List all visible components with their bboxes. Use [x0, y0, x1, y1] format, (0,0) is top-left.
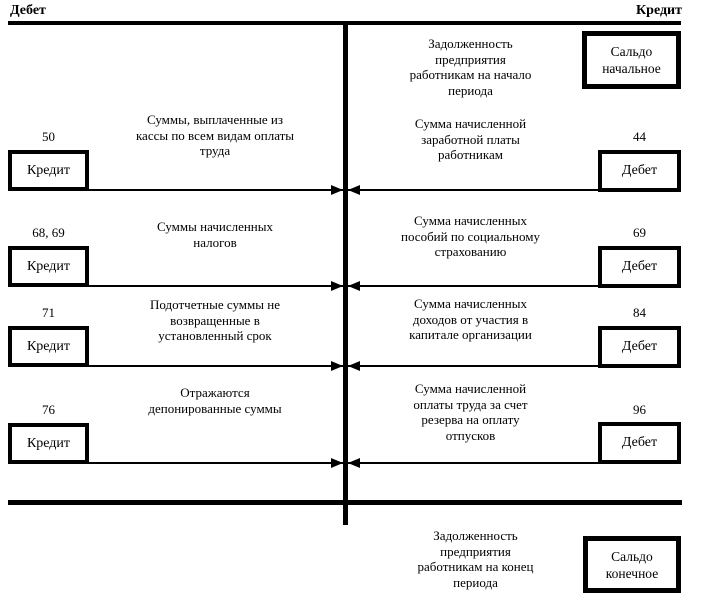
right-operation-description: Сумма начисленной заработной платы работ…	[414, 116, 527, 162]
left-credit-box-label: Кредит	[26, 435, 71, 451]
left-credit-box: Кредит	[8, 150, 89, 191]
opening-saldo-label: Сальдо начальное	[602, 44, 661, 76]
right-debit-box: Дебет	[598, 422, 681, 464]
right-account-number: 44	[633, 129, 646, 144]
center-divider	[343, 21, 348, 525]
closing-saldo-box: Сальдо конечное	[583, 536, 681, 593]
left-account-number: 71	[42, 305, 55, 320]
right-connector-line	[348, 189, 598, 191]
right-debit-box-label: Дебет	[621, 339, 658, 354]
left-credit-box: Кредит	[8, 423, 89, 464]
right-debit-box-label: Дебет	[621, 435, 658, 450]
arrowhead-left-icon	[348, 361, 360, 371]
arrowhead-left-icon	[348, 185, 360, 195]
left-credit-box-label: Кредит	[26, 258, 71, 274]
right-debit-box: Дебет	[598, 326, 681, 368]
arrowhead-left-icon	[348, 458, 360, 468]
arrowhead-left-icon	[348, 281, 360, 291]
left-operation-description: Суммы, выплаченные из кассы по всем вида…	[135, 112, 295, 158]
credit-header: Кредит	[636, 3, 682, 18]
right-operation-description: Сумма начисленных доходов от участия в к…	[409, 296, 532, 342]
left-operation-description: Отражаются депонированные суммы	[148, 385, 282, 416]
left-credit-box-label: Кредит	[26, 162, 71, 178]
debit-header: Дебет	[10, 3, 46, 18]
left-account-number: 68, 69	[32, 225, 65, 240]
opening-balance-description: Задолженность предприятия работникам на …	[409, 36, 532, 98]
right-connector-line	[348, 462, 598, 464]
left-credit-box: Кредит	[8, 246, 89, 287]
right-debit-box: Дебет	[598, 246, 681, 288]
left-connector-line	[88, 285, 343, 287]
bottom-rule	[8, 500, 682, 505]
right-debit-box-label: Дебет	[621, 259, 658, 274]
opening-saldo-box: Сальдо начальное	[582, 31, 681, 89]
left-account-number: 50	[42, 129, 55, 144]
left-operation-description: Суммы начисленных налогов	[157, 219, 273, 250]
right-operation-description: Сумма начисленной оплаты труда за счет р…	[413, 381, 528, 443]
closing-balance-description: Задолженность предприятия работникам на …	[417, 528, 534, 590]
arrowhead-right-icon	[331, 361, 343, 371]
right-connector-line	[348, 365, 598, 367]
left-connector-line	[88, 189, 343, 191]
left-connector-line	[88, 462, 343, 464]
left-credit-box-label: Кредит	[26, 338, 71, 354]
right-account-number: 84	[633, 305, 646, 320]
right-connector-line	[348, 285, 598, 287]
arrowhead-right-icon	[331, 185, 343, 195]
arrowhead-right-icon	[331, 458, 343, 468]
left-credit-box: Кредит	[8, 326, 89, 367]
left-connector-line	[88, 365, 343, 367]
closing-saldo-label: Сальдо конечное	[605, 548, 659, 581]
right-account-number: 69	[633, 225, 646, 240]
left-operation-description: Подотчетные суммы не возвращенные в уста…	[150, 297, 280, 343]
left-account-number: 76	[42, 402, 55, 417]
right-debit-box-label: Дебет	[621, 163, 658, 178]
right-operation-description: Сумма начисленных пособий по социальному…	[401, 213, 540, 259]
right-debit-box: Дебет	[598, 150, 681, 192]
arrowhead-right-icon	[331, 281, 343, 291]
right-account-number: 96	[633, 402, 646, 417]
